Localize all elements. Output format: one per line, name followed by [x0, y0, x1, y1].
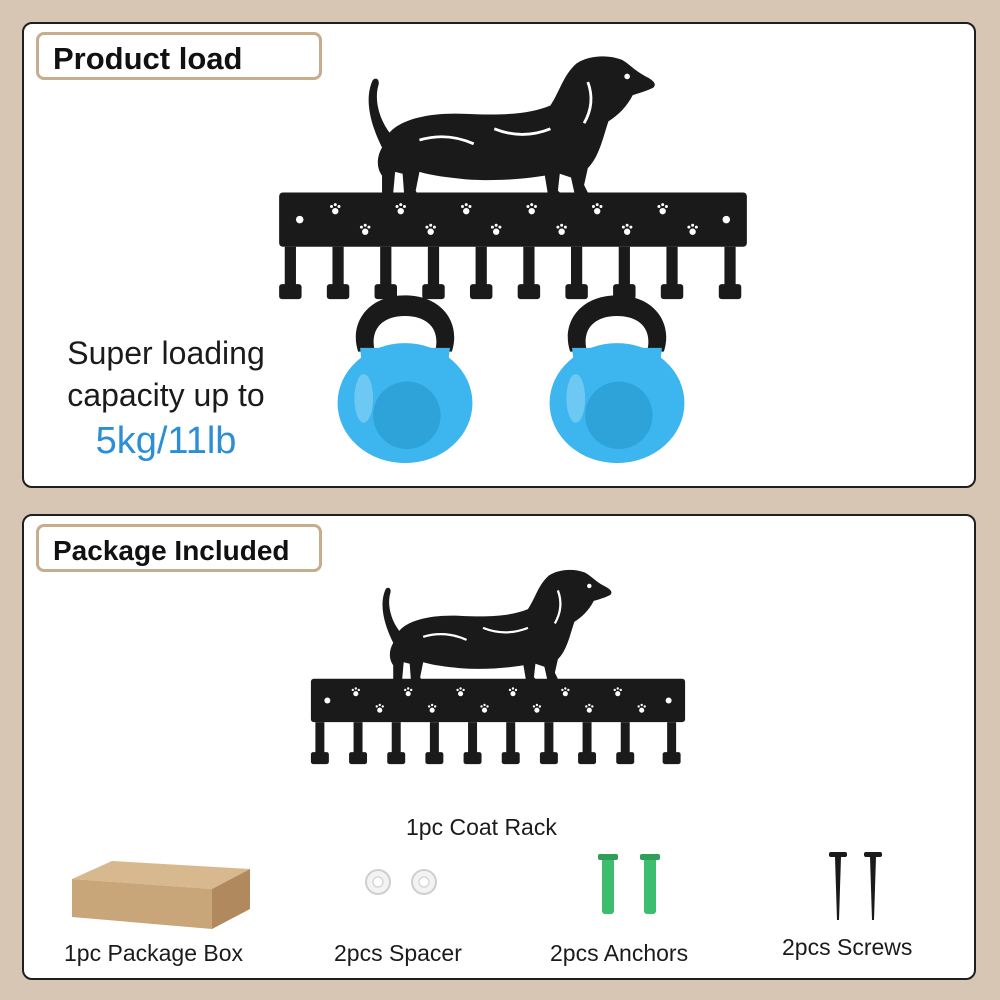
product-load-panel: Product load Super loading capacity up t…: [22, 22, 976, 488]
load-line-2: capacity up to: [67, 377, 265, 413]
product-load-title: Product load: [36, 32, 322, 80]
screws-caption: 2pcs Screws: [782, 934, 913, 960]
kettlebell-image: [549, 295, 685, 464]
load-capacity-value: 5kg/11lb: [95, 420, 237, 462]
coat-rack-image: [309, 568, 687, 766]
package-box-image: [72, 861, 250, 929]
coat-rack-image: [277, 54, 749, 301]
spacer-caption: 2pcs Spacer: [334, 940, 462, 966]
load-capacity-text: Super loading capacity up to 5kg/11lb: [46, 332, 286, 462]
screw-image: [829, 852, 882, 920]
coat-rack-caption: 1pc Coat Rack: [406, 814, 557, 840]
package-included-panel: Package Included: [22, 514, 976, 980]
anchors-caption: 2pcs Anchors: [550, 940, 689, 966]
package-box-caption: 1pc Package Box: [64, 940, 244, 966]
package-included-title: Package Included: [36, 524, 322, 572]
package-items-illustration: [72, 568, 882, 929]
anchor-image: [598, 854, 660, 914]
kettlebell-image: [337, 295, 473, 464]
load-line-1: Super loading: [67, 335, 265, 371]
spacer-image: [365, 869, 437, 895]
